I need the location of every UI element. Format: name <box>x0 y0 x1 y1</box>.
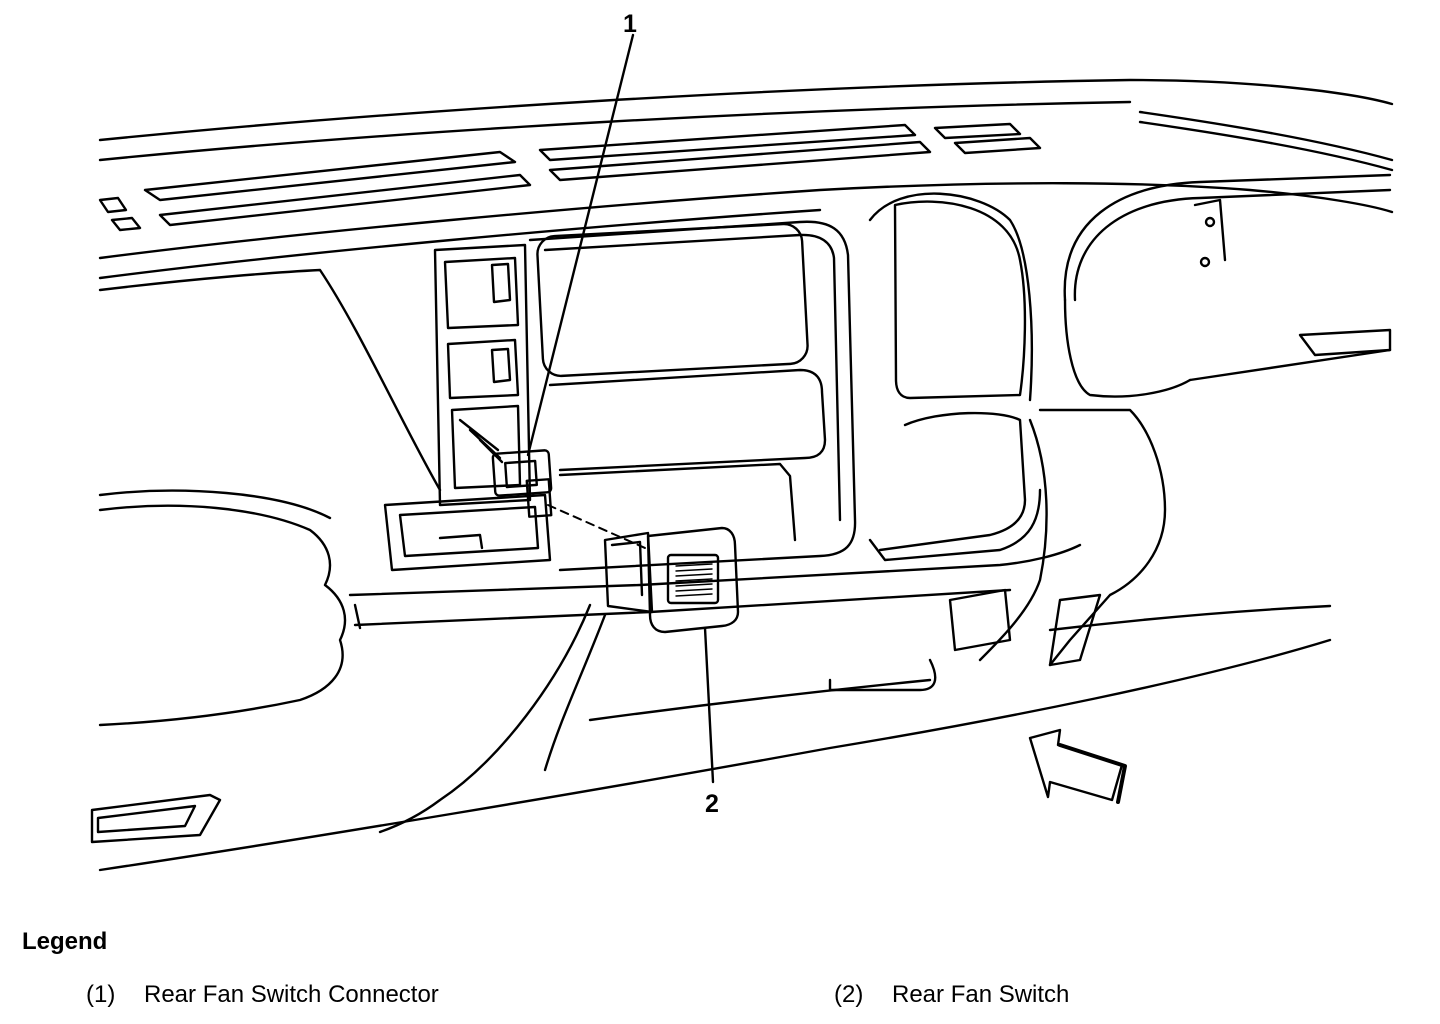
callout-1-label: 1 <box>623 10 637 38</box>
legend-item-text: Rear Fan Switch <box>892 981 1070 1008</box>
switch-bank <box>383 243 552 572</box>
legend-item: (1) Rear Fan Switch Connector <box>86 981 439 1009</box>
defroster-vents <box>98 122 1042 232</box>
instrument-cluster-area <box>98 268 442 727</box>
lower-dash-rail <box>98 543 1332 872</box>
center-bezel <box>528 192 1042 572</box>
legend-item: (2) Rear Fan Switch <box>834 981 1069 1009</box>
connector-part <box>458 418 553 518</box>
legend-item-text: Rear Fan Switch Connector <box>144 981 439 1008</box>
right-dash-section <box>828 173 1392 692</box>
callout-1-leader <box>526 33 635 457</box>
callout-2-label: 2 <box>705 790 719 818</box>
dashboard-illustration: 1 2 <box>90 10 1394 872</box>
switch-part <box>603 526 740 634</box>
view-arrow-icon <box>1028 728 1127 804</box>
alignment-dashed-line <box>547 504 646 549</box>
legend-item-number: (2) <box>834 981 864 1008</box>
dash-top-panel <box>98 78 1394 280</box>
legend-item-number: (1) <box>86 981 116 1008</box>
lower-left-vent <box>90 793 222 844</box>
legend-title: Legend <box>22 928 108 955</box>
callout-2-leader <box>703 626 715 784</box>
